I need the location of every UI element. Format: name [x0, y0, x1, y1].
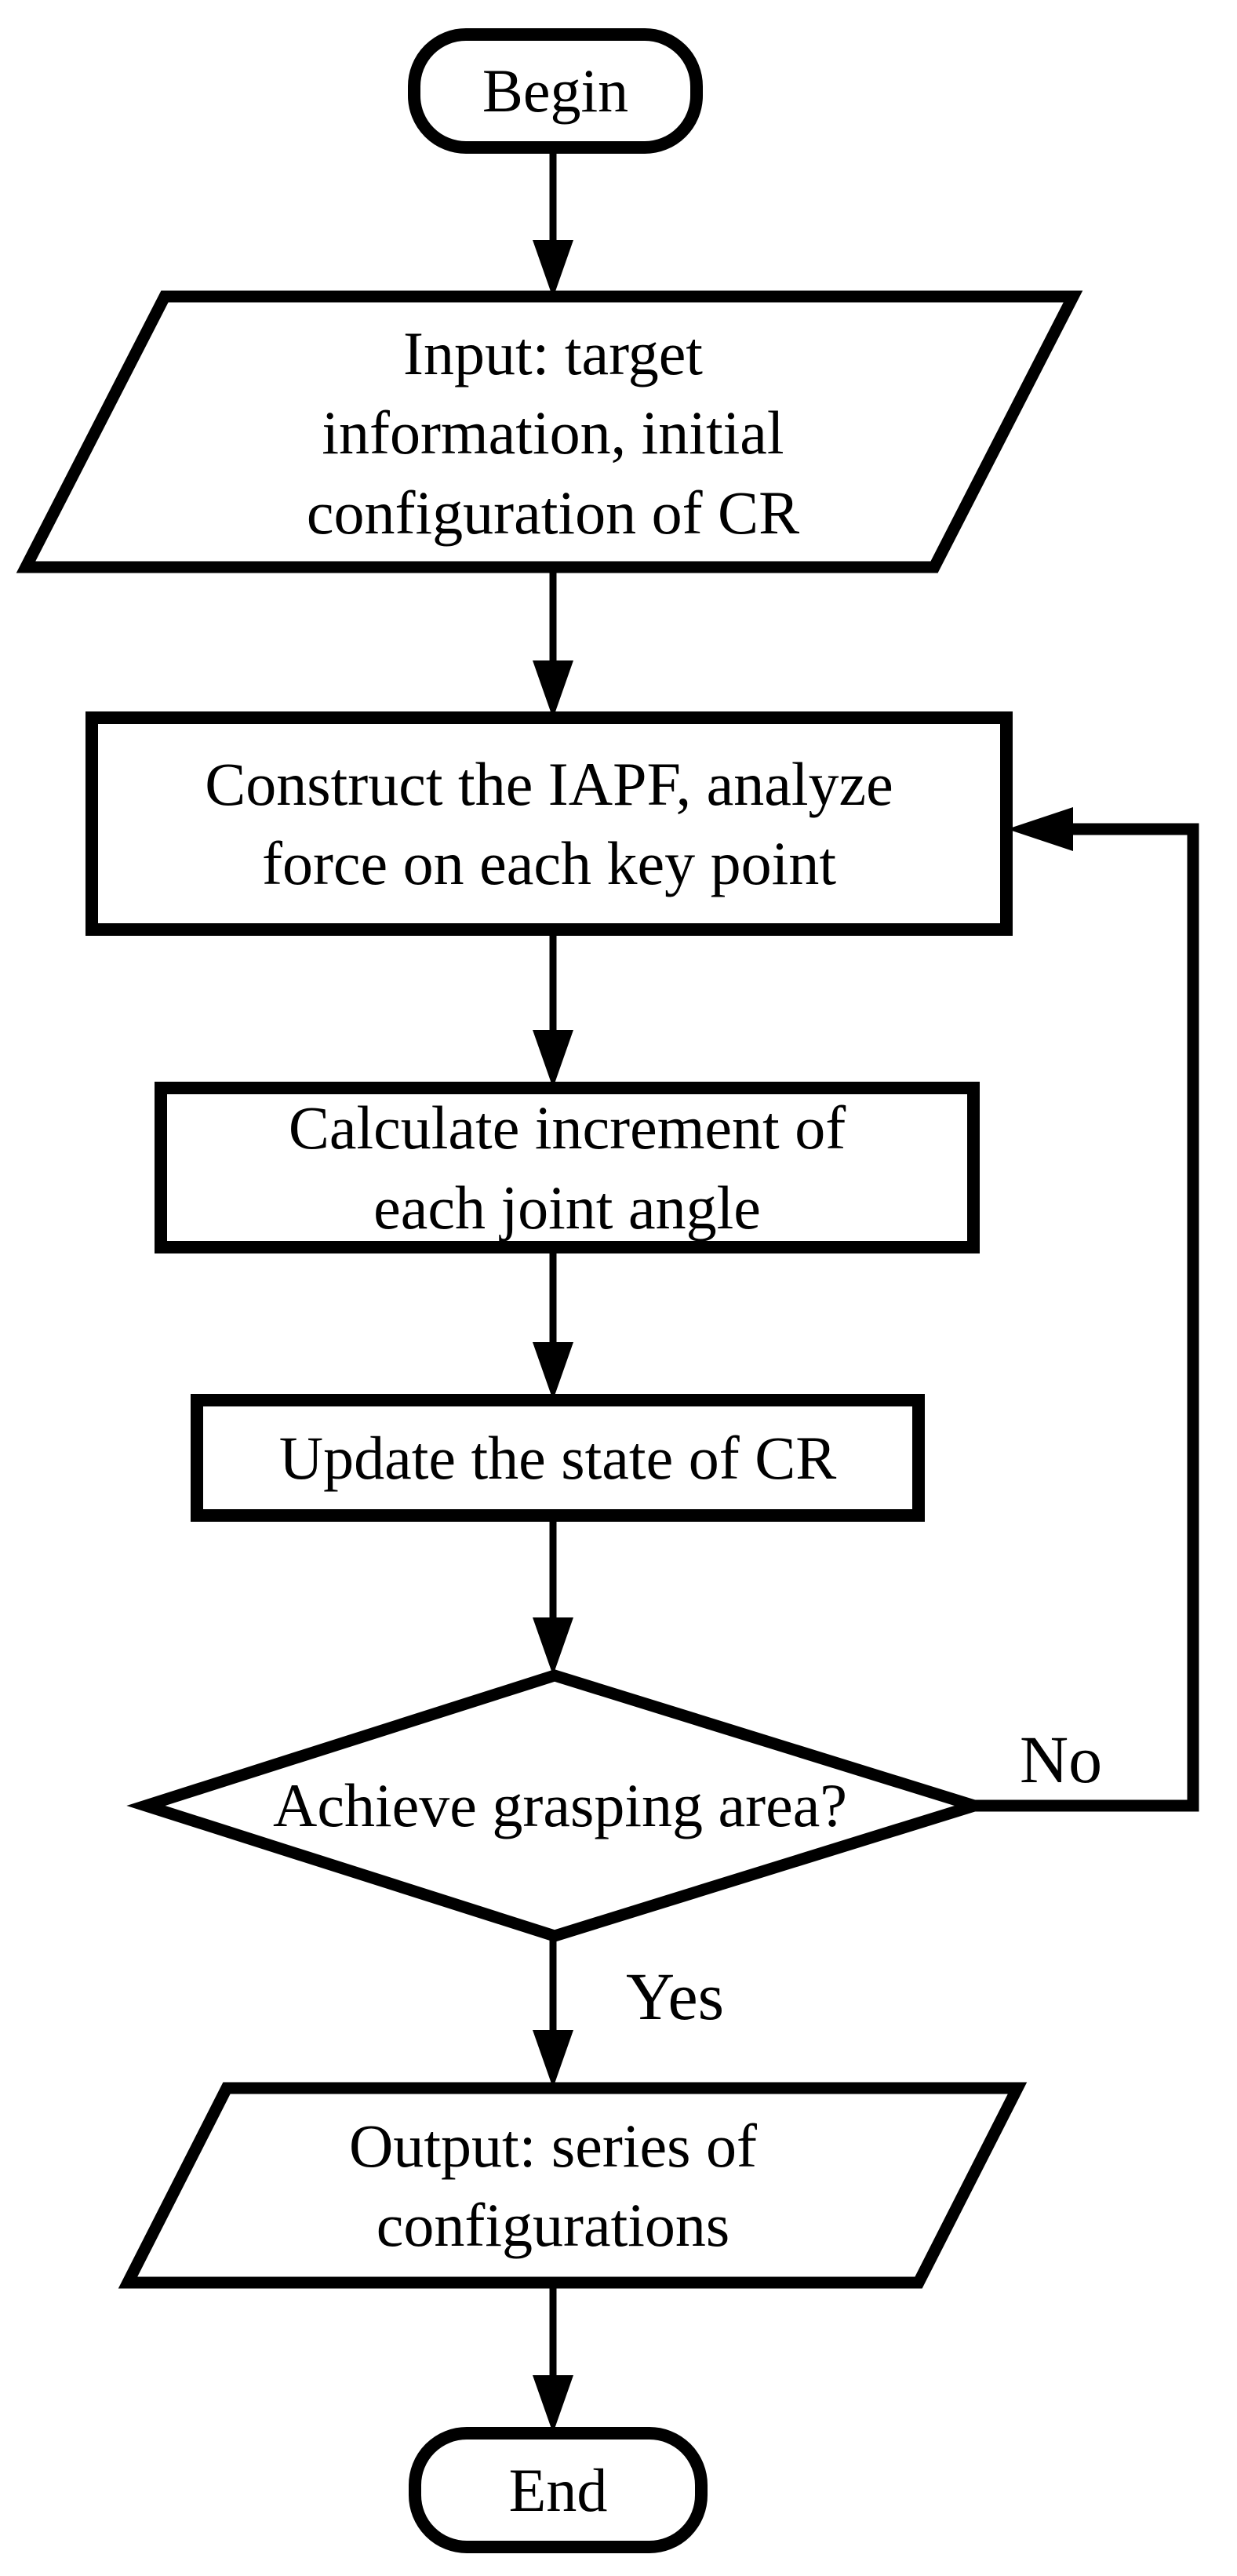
- begin-text: Begin: [482, 56, 629, 126]
- yes-edge-label: Yes: [626, 1959, 725, 2034]
- edge-decision-construct-no-path: [974, 823, 1199, 1812]
- arrowhead-decision-construct: [1007, 807, 1073, 851]
- construct-node: [85, 711, 1013, 936]
- update-node: [191, 1394, 925, 1522]
- input-node: [16, 290, 1083, 573]
- decision-node: [126, 1669, 995, 1942]
- calculate-node: [155, 1082, 980, 1253]
- end-label: End: [415, 2433, 701, 2547]
- input-text-line3: configuration of CR: [306, 478, 800, 547]
- input-text-line1: Input: target: [403, 318, 703, 387]
- output-text-line2: configurations: [376, 2191, 730, 2259]
- calculate-text-line1: Calculate increment of: [288, 1093, 846, 1162]
- arrowhead-begin-input: [533, 240, 573, 298]
- update-label: Update the state of CR: [197, 1400, 919, 1515]
- calculate-text-line2: each joint angle: [373, 1173, 761, 1242]
- end-node: [409, 2427, 708, 2553]
- output-text-line1: Output: series of: [349, 2111, 757, 2180]
- update-text: Update the state of CR: [278, 1423, 837, 1492]
- construct-text-line1: Construct the IAPF, analyze: [205, 749, 893, 818]
- no-edge-label: No: [1020, 1722, 1103, 1797]
- decision-text: Achieve grasping area?: [273, 1771, 847, 1840]
- arrowhead-calculate-update: [533, 1342, 573, 1400]
- arrowhead-construct-calculate: [533, 1030, 573, 1088]
- calculate-label: Calculate increment of each joint angle: [161, 1088, 973, 1247]
- arrowhead-update-decision: [533, 1617, 573, 1675]
- arrowhead-decision-output: [533, 2030, 573, 2088]
- decision-label: Achieve grasping area?: [146, 1675, 974, 1936]
- input-label: Input: target information, initial confi…: [106, 299, 1000, 567]
- output-node: [118, 2082, 1028, 2289]
- construct-text-line2: force on each key point: [261, 829, 836, 897]
- begin-label: Begin: [414, 35, 697, 147]
- input-text-line2: information, initial: [322, 398, 784, 468]
- output-label: Output: series of configurations: [158, 2088, 948, 2283]
- end-text: End: [508, 2455, 608, 2524]
- begin-node: [408, 28, 703, 154]
- arrowhead-output-end: [533, 2375, 573, 2433]
- arrowhead-input-construct: [533, 660, 573, 719]
- construct-label: Construct the IAPF, analyze force on eac…: [92, 718, 1006, 930]
